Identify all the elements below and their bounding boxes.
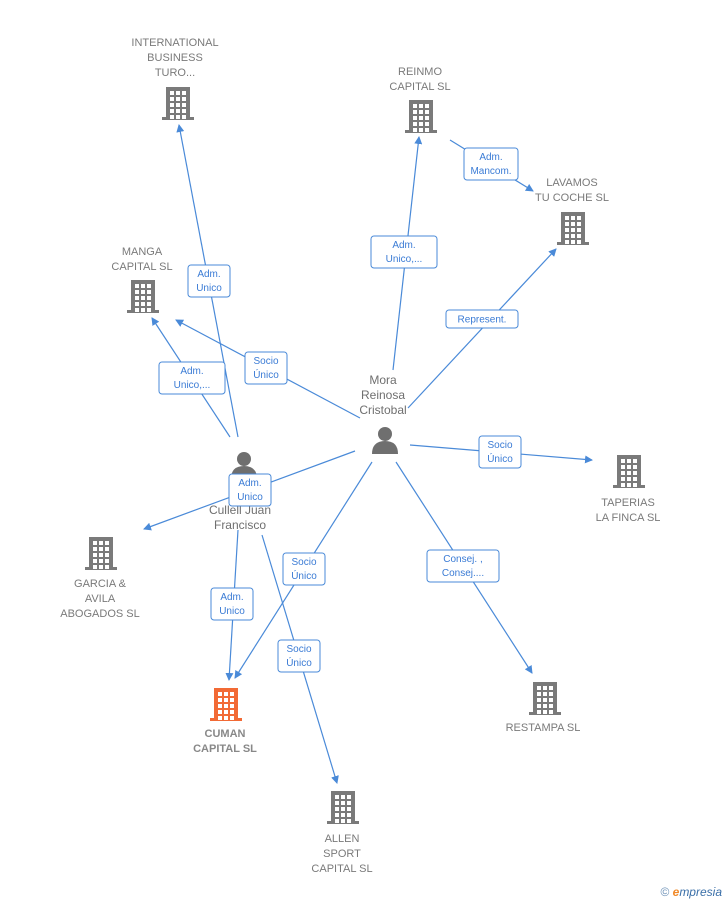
relation-label-text: Adm. <box>238 478 261 489</box>
relation-label-text: Unico <box>219 606 245 617</box>
person-label-tur-2: Francisco <box>214 518 266 532</box>
relation-label-mora-reinmo[interactable]: Adm. Unico,... <box>370 235 438 269</box>
relation-label-box <box>426 549 500 583</box>
relation-label-mora-restampa[interactable]: Consej. , Consej.... <box>426 549 500 583</box>
watermark-brand: mpresia <box>679 885 722 899</box>
relation-label-box <box>282 552 326 586</box>
relation-label-text: Adm. <box>392 240 415 251</box>
company-label-garcia-1: AVILA <box>85 593 116 605</box>
relation-label-text: Mancom. <box>470 166 511 177</box>
building-icon <box>327 791 359 824</box>
company-label-cuman-1: CAPITAL SL <box>193 743 257 755</box>
relation-label-text: Adm. <box>197 269 220 280</box>
relation-label-tur-international[interactable]: Adm. Unico <box>187 264 231 298</box>
building-icon <box>405 100 437 133</box>
relation-label-text: Único <box>487 452 513 465</box>
relation-label-text: Unico <box>237 492 263 503</box>
person-icon <box>372 427 398 454</box>
company-allen[interactable]: ALLEN SPORT CAPITAL SL <box>311 791 373 875</box>
company-taperias[interactable]: TAPERIAS LA FINCA SL <box>596 455 661 524</box>
relation-label-box <box>478 435 522 469</box>
company-label-international-1: BUSINESS <box>147 52 203 64</box>
watermark-e: e <box>672 885 680 899</box>
company-label-international-2: TURO... <box>155 67 195 79</box>
building-icon <box>529 682 561 715</box>
company-restampa[interactable]: RESTAMPA SL <box>506 682 581 734</box>
nodes-layer: INTERNATIONAL BUSINESS TURO... REINMO CAPITA… <box>60 37 660 875</box>
person-label-mora-1: Reinosa <box>361 388 405 402</box>
relation-label-text: Socio <box>291 557 316 568</box>
company-label-taperias-1: LA FINCA SL <box>596 512 661 524</box>
relation-label-text: Único <box>286 656 312 669</box>
empresia-watermark[interactable]: © empresia <box>660 885 722 899</box>
relation-label-reinmo-lavamos[interactable]: Adm. Mancom. <box>463 147 519 181</box>
company-label-cuman-0: CUMAN <box>205 728 246 740</box>
relation-label-box <box>187 264 231 298</box>
relation-label-text: Consej.... <box>442 568 484 579</box>
company-manga[interactable]: MANGA CAPITAL SL <box>111 246 173 313</box>
building-icon <box>210 688 242 721</box>
relation-label-text: Adm. <box>479 152 502 163</box>
relation-label-box <box>370 235 438 269</box>
relation-label-box <box>463 147 519 181</box>
copyright-symbol: © <box>660 885 670 899</box>
company-cuman[interactable]: CUMAN CAPITAL SL <box>193 688 257 755</box>
company-label-allen-2: CAPITAL SL <box>311 863 372 875</box>
company-label-taperias-0: TAPERIAS <box>601 497 655 509</box>
relation-label-box <box>244 351 288 385</box>
building-icon <box>127 280 159 313</box>
company-lavamos[interactable]: LAVAMOS TU COCHE SL <box>535 177 609 245</box>
company-label-manga-1: CAPITAL SL <box>111 261 172 273</box>
person-label-mora-0: Mora <box>369 373 397 387</box>
relation-label-text: Único <box>253 368 279 381</box>
relation-label-mora-lavamos[interactable]: Represent. <box>445 309 519 329</box>
company-label-reinmo-1: CAPITAL SL <box>389 81 450 93</box>
relation-label-box <box>158 361 226 395</box>
relation-label-tur-cuman[interactable]: Adm. Unico <box>210 587 254 621</box>
relation-label-text: Consej. , <box>443 554 482 565</box>
company-label-international-0: INTERNATIONAL <box>131 37 218 49</box>
building-icon <box>162 87 194 120</box>
relation-label-text: Adm. <box>220 592 243 603</box>
edges-layer <box>143 124 593 784</box>
company-label-allen-0: ALLEN <box>325 833 360 845</box>
relation-label-text: Unico,... <box>386 254 423 265</box>
relation-label-tur-manga[interactable]: Adm. Unico,... <box>158 361 226 395</box>
company-reinmo[interactable]: REINMO CAPITAL SL <box>389 66 451 133</box>
relation-label-text: Adm. <box>180 366 203 377</box>
relation-label-box <box>228 473 272 507</box>
relation-labels-layer: Adm.UnicoAdm.Unico,...SocioÚnicoAdm.Unic… <box>158 147 522 673</box>
company-label-manga-0: MANGA <box>122 246 163 258</box>
relation-label-box <box>445 309 519 329</box>
company-label-garcia-2: ABOGADOS SL <box>60 608 139 620</box>
building-icon <box>85 537 117 570</box>
relation-label-box <box>277 639 321 673</box>
relation-label-text: Único <box>291 569 317 582</box>
relation-label-text: Socio <box>286 644 311 655</box>
company-label-reinmo-0: REINMO <box>398 66 442 78</box>
building-icon <box>557 212 589 245</box>
relation-label-text: Socio <box>487 440 512 451</box>
building-icon <box>613 455 645 488</box>
relation-label-text: Represent. <box>458 315 507 326</box>
person-label-mora-2: Cristobal <box>359 403 406 417</box>
relation-label-text: Unico <box>196 283 222 294</box>
relation-label-mora-garcia[interactable]: Adm. Unico <box>228 473 272 507</box>
company-label-restampa-0: RESTAMPA SL <box>506 722 581 734</box>
company-label-lavamos-1: TU COCHE SL <box>535 192 609 204</box>
relation-label-text: Unico,... <box>174 380 211 391</box>
company-garcia[interactable]: GARCIA & AVILA ABOGADOS SL <box>60 537 140 620</box>
company-label-allen-1: SPORT <box>323 848 361 860</box>
relation-label-text: Socio <box>253 356 278 367</box>
company-label-lavamos-0: LAVAMOS <box>546 177 598 189</box>
company-label-garcia-0: GARCIA & <box>74 578 127 590</box>
relation-label-box <box>210 587 254 621</box>
company-international[interactable]: INTERNATIONAL BUSINESS TURO... <box>131 37 219 120</box>
